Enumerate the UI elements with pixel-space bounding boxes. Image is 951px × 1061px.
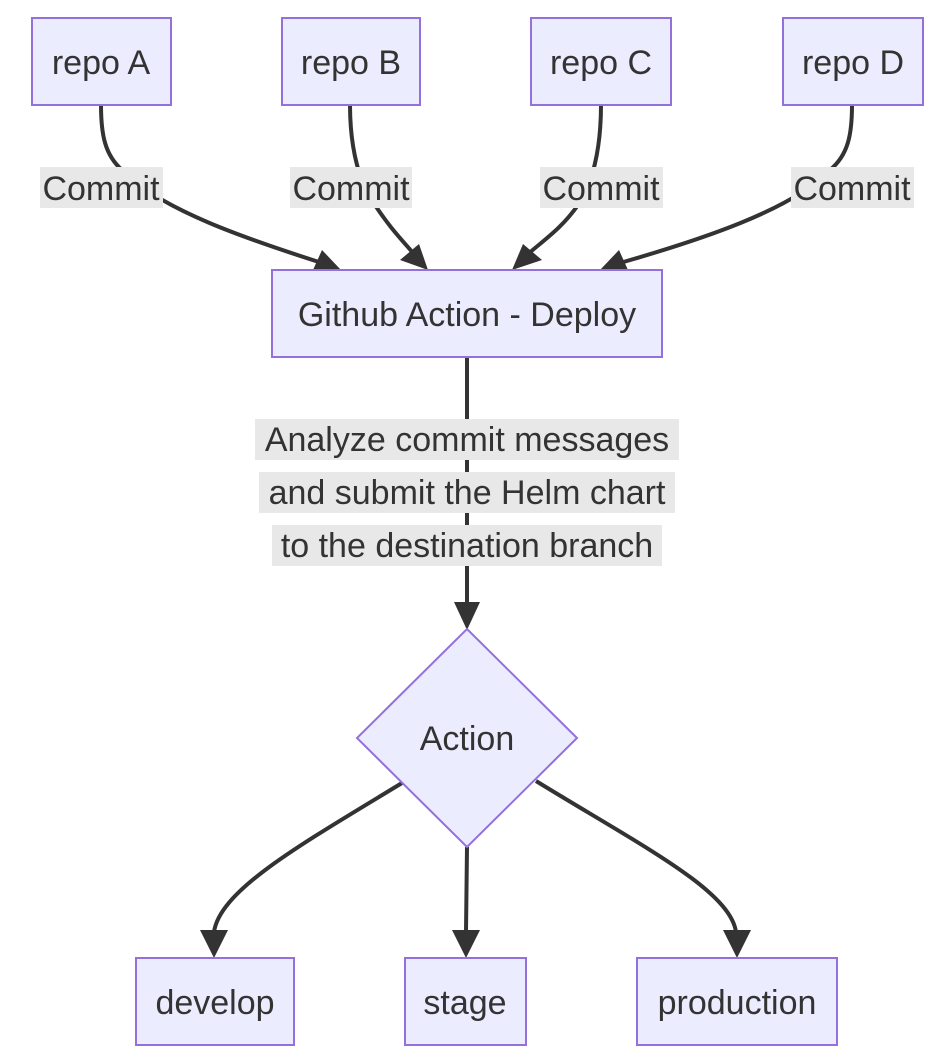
arrowhead-develop: [200, 930, 228, 958]
svg-text:Action: Action: [420, 720, 515, 758]
node-repo-d: repo D: [782, 17, 924, 106]
edge-label-commit-b: Commit: [290, 167, 412, 208]
node-repo-c: repo C: [530, 17, 672, 106]
svg-text:production: production: [658, 984, 817, 1022]
edge-action-to-stage: [464, 846, 469, 933]
svg-text:Commit: Commit: [793, 170, 911, 208]
node-develop: develop: [135, 957, 295, 1046]
arrowhead-repo-c: [512, 244, 542, 270]
arrowhead-repo-a: [313, 250, 341, 270]
arrowhead-production: [723, 930, 751, 958]
svg-text:repo A: repo A: [52, 44, 151, 82]
node-github-action-deploy: Github Action - Deploy: [271, 269, 663, 358]
svg-text:repo B: repo B: [301, 44, 401, 82]
edge-action-to-develop: [212, 781, 404, 933]
svg-text:Github Action - Deploy: Github Action - Deploy: [298, 296, 636, 334]
arrowhead-action: [454, 602, 480, 630]
svg-text:Commit: Commit: [542, 170, 660, 208]
edge-label-commit-a: Commit: [40, 167, 163, 208]
node-repo-b: repo B: [281, 17, 421, 106]
node-production: production: [636, 957, 838, 1046]
edge-label-commit-d: Commit: [791, 167, 914, 208]
arrowhead-repo-d: [600, 250, 628, 270]
arrowhead-repo-b: [400, 244, 428, 270]
edge-action-to-production: [534, 779, 738, 933]
node-stage: stage: [404, 957, 527, 1046]
svg-text:repo C: repo C: [550, 44, 652, 82]
analyze-line-2: and submit the Helm chart: [269, 474, 666, 512]
svg-text:repo D: repo D: [802, 44, 904, 82]
edge-label-commit-c: Commit: [540, 167, 663, 208]
arrowhead-stage: [452, 930, 480, 958]
svg-text:stage: stage: [423, 984, 506, 1022]
analyze-line-3: to the destination branch: [281, 527, 653, 565]
edge-label-analyze: Analyze commit messages and submit the H…: [255, 419, 679, 566]
node-repo-a: repo A: [31, 17, 172, 106]
svg-text:develop: develop: [155, 984, 274, 1022]
svg-text:Commit: Commit: [292, 170, 410, 208]
node-action-decision: Action: [355, 627, 579, 849]
svg-text:Commit: Commit: [42, 170, 160, 208]
analyze-line-1: Analyze commit messages: [265, 421, 669, 459]
